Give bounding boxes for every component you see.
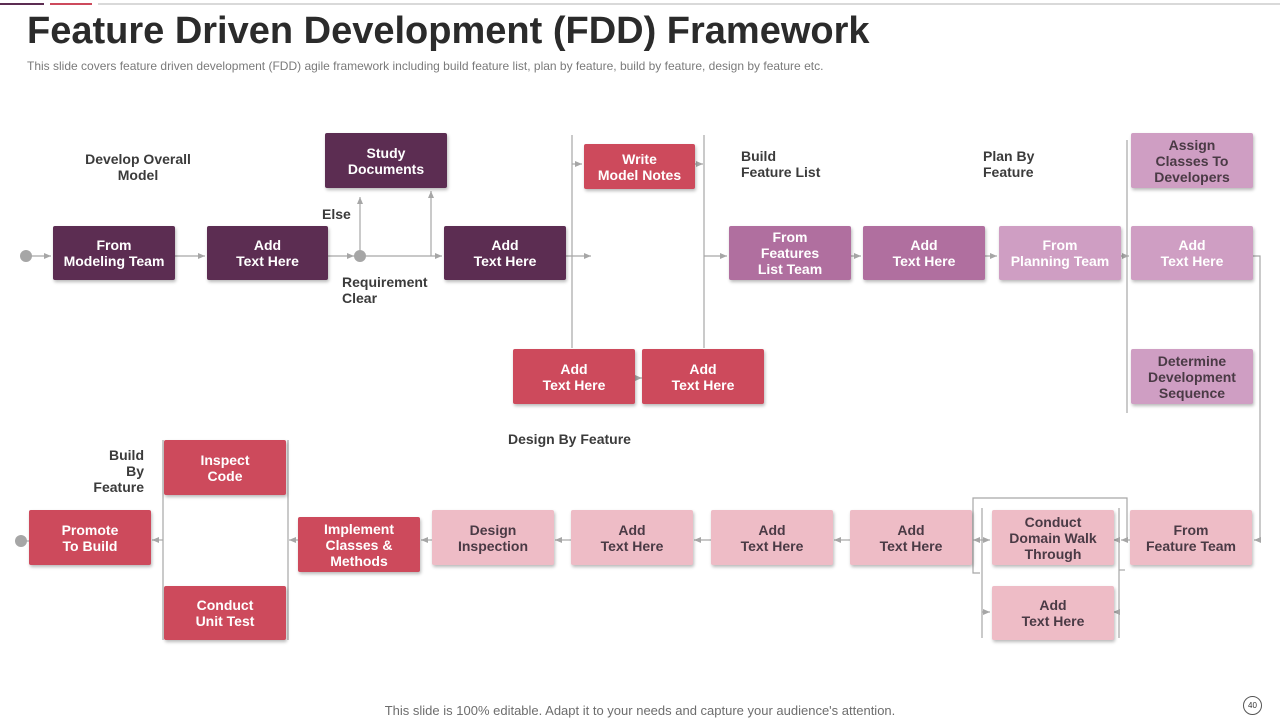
page-number: 40 (1243, 696, 1262, 715)
box-determine-sequence: Determine Development Sequence (1131, 349, 1253, 404)
accent-segment-grey (98, 3, 1280, 5)
connector (1253, 255, 1261, 543)
label-build-feature-list: Build Feature List (741, 148, 821, 180)
page-title: Feature Driven Development (FDD) Framewo… (27, 10, 870, 52)
accent-segment-dark (0, 3, 44, 5)
label-plan-by-feature: Plan By Feature (983, 148, 1035, 180)
footer-note: This slide is 100% editable. Adapt it to… (384, 703, 896, 718)
box-from-modeling-team: From Modeling Team (53, 226, 175, 280)
box-conduct-unit-test: Conduct Unit Test (164, 586, 286, 640)
domain-walk-bracket (972, 497, 1128, 574)
label-requirement-clear: Requirement Clear (342, 274, 428, 306)
end-node (15, 535, 27, 547)
box-add-text-4: Add Text Here (642, 349, 764, 404)
accent-segment-red (50, 3, 92, 5)
box-add-text-7: Add Text Here (571, 510, 693, 565)
box-add-text-6: Add Text Here (1131, 226, 1253, 280)
box-add-text-9: Add Text Here (850, 510, 972, 565)
start-node (20, 250, 32, 262)
box-assign-classes: Assign Classes To Developers (1131, 133, 1253, 188)
label-design-by-feature: Design By Feature (508, 431, 631, 447)
box-conduct-domain-walk: Conduct Domain Walk Through (992, 510, 1114, 565)
box-write-model-notes: Write Model Notes (584, 144, 695, 189)
top-accent-bar (0, 0, 1280, 8)
box-add-text-3: Add Text Here (513, 349, 635, 404)
box-study-documents: Study Documents (325, 133, 447, 188)
box-from-features-list-team: From Features List Team (729, 226, 851, 280)
box-implement-classes: Implement Classes & Methods (298, 517, 420, 572)
box-from-planning-team: From Planning Team (999, 226, 1121, 280)
box-add-text-5: Add Text Here (863, 226, 985, 280)
box-design-inspection: Design Inspection (432, 510, 554, 565)
box-from-feature-team: From Feature Team (1130, 510, 1252, 565)
box-promote-to-build: Promote To Build (29, 510, 151, 565)
label-develop-overall-model: Develop Overall Model (85, 151, 191, 183)
page-subtitle: This slide covers feature driven develop… (27, 59, 824, 73)
decision-node (354, 250, 366, 262)
box-add-text-10: Add Text Here (992, 586, 1114, 640)
label-build-by-feature: Build By Feature (93, 447, 144, 495)
box-add-text-2: Add Text Here (444, 226, 566, 280)
label-else: Else (322, 206, 351, 222)
box-add-text-1: Add Text Here (207, 226, 328, 280)
box-add-text-8: Add Text Here (711, 510, 833, 565)
box-inspect-code: Inspect Code (164, 440, 286, 495)
